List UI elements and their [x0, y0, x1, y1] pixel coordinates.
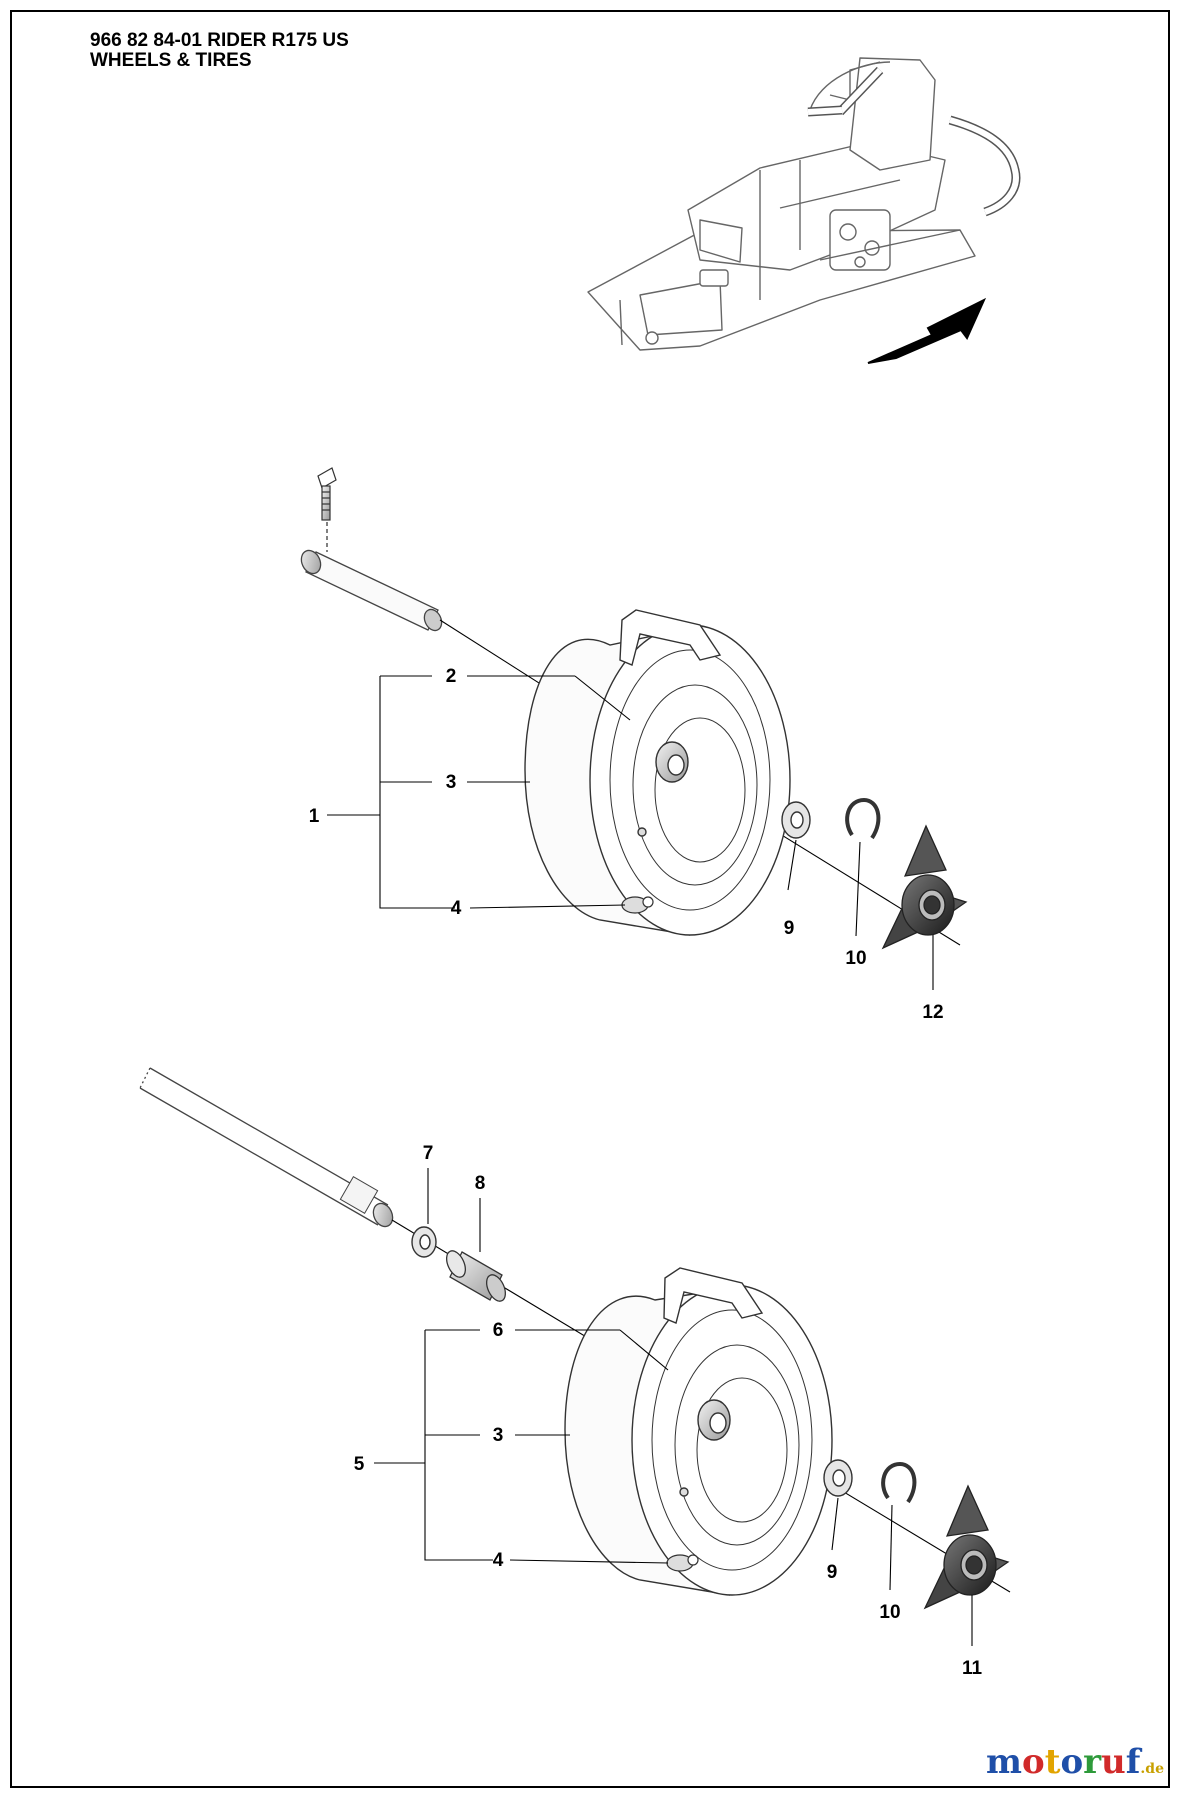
valve-stem-icon [621, 896, 654, 914]
section-title: WHEELS & TIRES [90, 50, 252, 71]
callout-9-rear: 9 [827, 1562, 838, 1583]
front-callout-lines [327, 675, 934, 990]
washer-icon [411, 1226, 437, 1258]
callout-12: 12 [922, 1002, 943, 1023]
callout-11: 11 [962, 1658, 983, 1679]
watermark-suffix: .de [1140, 1761, 1164, 1777]
rear-callout-lines [374, 1168, 973, 1646]
valve-stem-icon [666, 1554, 699, 1572]
callout-2: 2 [446, 666, 457, 687]
washer-icon [781, 801, 811, 839]
callout-6: 6 [493, 1320, 504, 1341]
hub-cap-icon [923, 1484, 1010, 1610]
watermark-letter: t [1044, 1742, 1061, 1782]
retaining-clip-icon [845, 797, 881, 840]
direction-arrow-icon [867, 297, 987, 364]
callout-3-rear: 3 [493, 1425, 504, 1446]
rear-wheel-icon [564, 1267, 833, 1596]
retaining-clip-icon [881, 1461, 917, 1504]
callout-4-front: 4 [451, 898, 462, 919]
callout-8: 8 [475, 1173, 486, 1194]
callout-1: 1 [309, 806, 320, 827]
callout-9-front: 9 [784, 918, 795, 939]
axle-pin-icon [300, 549, 443, 632]
callout-5: 5 [354, 1454, 365, 1475]
callout-4-rear: 4 [493, 1550, 504, 1571]
axle-shaft-icon [139, 1067, 394, 1228]
bolt-icon [317, 467, 337, 521]
spacer-sleeve-icon [445, 1250, 507, 1302]
washer-icon [823, 1459, 853, 1497]
callout-7: 7 [423, 1143, 434, 1164]
watermark-letter: m [986, 1742, 1023, 1782]
watermark-letter: f [1125, 1742, 1141, 1782]
callout-10-front: 10 [845, 948, 866, 969]
watermark-letter: r [1083, 1742, 1102, 1782]
callout-10-rear: 10 [879, 1602, 900, 1623]
watermark-letters: motoruf [986, 1742, 1140, 1782]
page-frame [10, 10, 1170, 1788]
watermark-letter: o [1060, 1742, 1084, 1782]
part-number-title: 966 82 84-01 RIDER R175 US [90, 30, 349, 51]
front-wheel-icon [524, 609, 791, 936]
callout-3-front: 3 [446, 772, 457, 793]
chassis-frame-icon [587, 57, 1021, 351]
watermark-logo: motoruf.de [986, 1742, 1164, 1782]
hub-cap-icon [881, 824, 968, 950]
watermark-letter: u [1101, 1742, 1126, 1782]
watermark-letter: o [1022, 1742, 1045, 1782]
